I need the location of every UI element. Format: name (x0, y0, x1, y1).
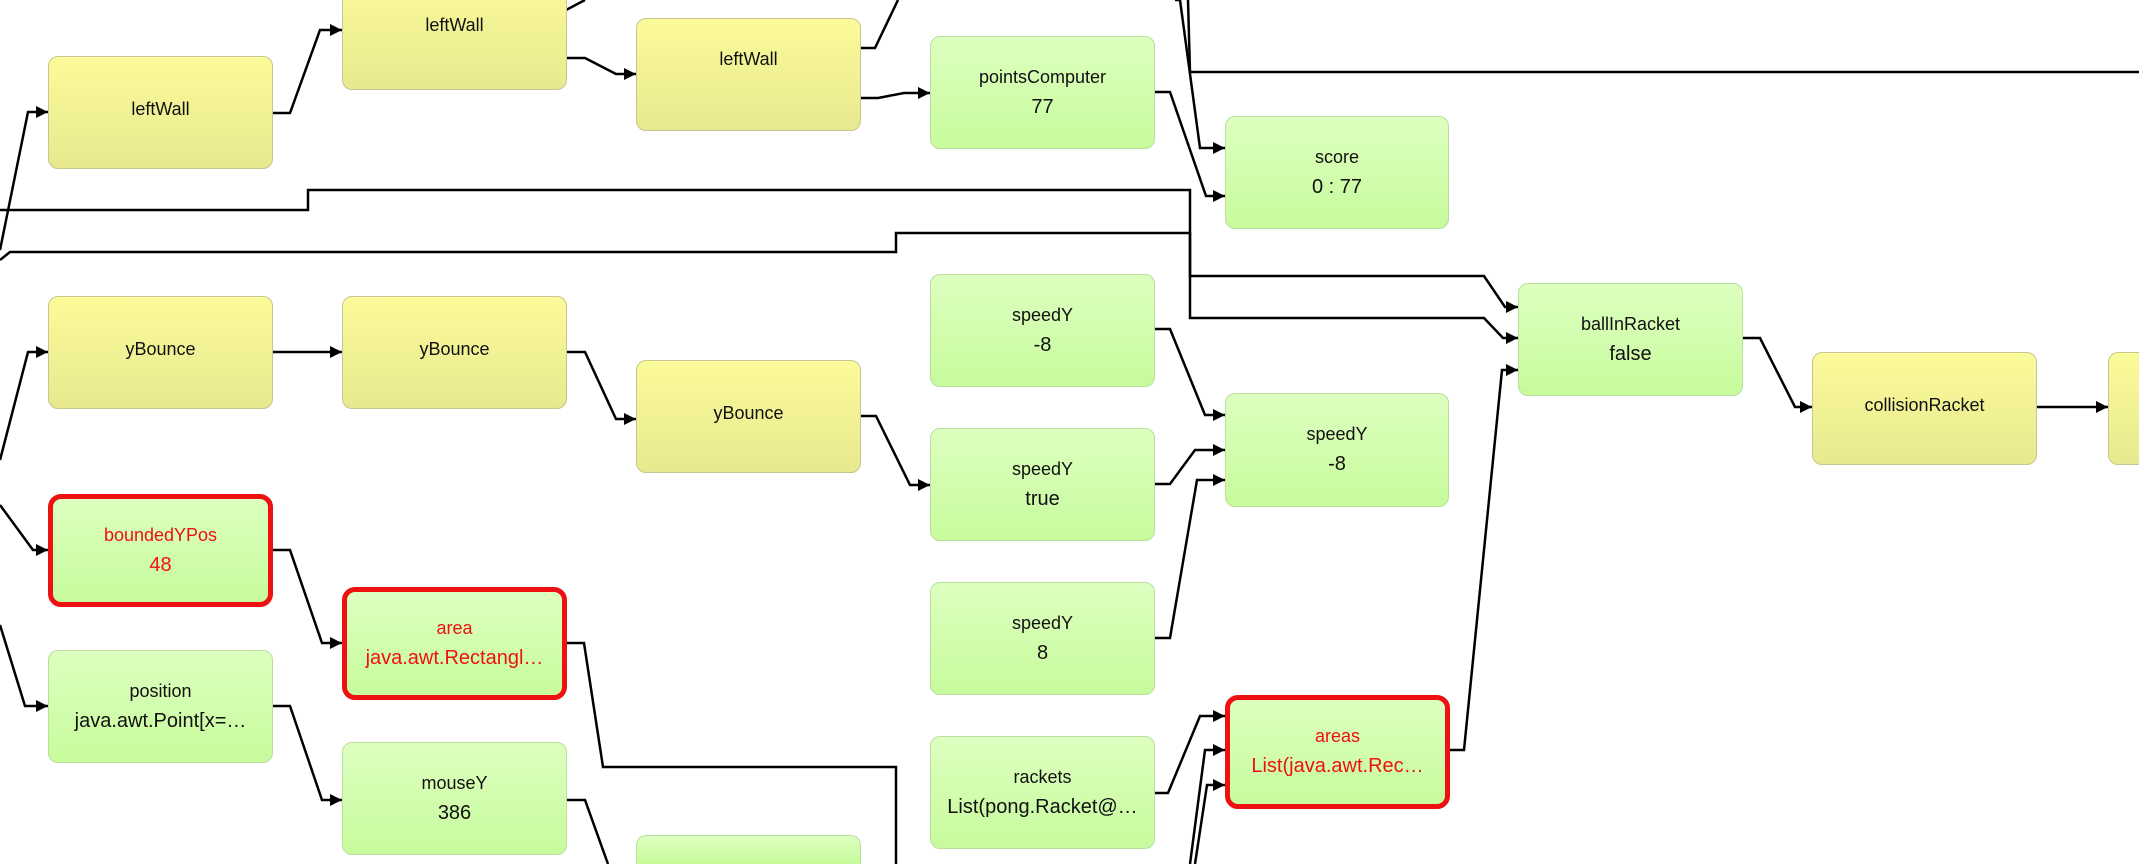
node-value: java.awt.Point[x=… (74, 709, 247, 732)
node-label: leftWall (425, 15, 484, 35)
node-label: speedY (1011, 612, 1074, 633)
node-ybounce-3[interactable]: yBounce (636, 360, 861, 473)
node-label: pointsComputer (978, 66, 1107, 87)
edge (860, 87, 930, 100)
node-label: ballInRacket (1580, 313, 1681, 334)
node-value: 77 (1031, 95, 1054, 118)
node-label: area (436, 617, 473, 638)
node-speedy-3[interactable]: speedY 8 (930, 582, 1155, 695)
edge (0, 231, 1518, 344)
edge (1154, 90, 1225, 202)
node-value: 48 (149, 553, 172, 576)
edge (0, 624, 48, 712)
node-label: yBounce (713, 402, 784, 423)
node-label: areas (1314, 726, 1361, 746)
edge (860, 0, 900, 50)
edge (566, 798, 610, 864)
node-value: 386 (437, 801, 472, 824)
node-boundedypos[interactable]: boundedYPos 48 (48, 494, 273, 607)
node-label: rackets (1013, 766, 1072, 787)
node-mousey[interactable]: mouseY 386 (342, 742, 567, 855)
node-ybounce-2[interactable]: yBounce (342, 296, 567, 409)
node-leftwall-3[interactable]: leftWall (636, 18, 861, 131)
node-value: -8 (1328, 453, 1346, 475)
edge (1155, 444, 1225, 486)
node-value: true (1025, 487, 1060, 510)
node-value: false (1609, 342, 1652, 365)
edge (861, 414, 930, 491)
edge (1188, 744, 1225, 864)
edge (1186, 0, 2139, 74)
edge (0, 504, 48, 556)
node-value: List(pong.Racket@… (947, 795, 1138, 818)
node-label: speedY (1011, 458, 1074, 479)
node-position[interactable]: position java.awt.Point[x=… (48, 650, 273, 763)
edge (566, 641, 898, 864)
node-label: leftWall (719, 48, 778, 69)
edge (1155, 327, 1225, 421)
edge (273, 704, 342, 806)
node-partial-bottom[interactable] (636, 835, 861, 864)
node-speedy-merged[interactable]: speedY -8 (1225, 393, 1449, 507)
node-value: List(java.awt.Rec… (1251, 755, 1424, 777)
node-label: mouseY (421, 772, 488, 793)
node-label: collisionRacket (1864, 394, 1985, 415)
node-collisionracket[interactable]: collisionRacket (1812, 352, 2037, 465)
edge (0, 106, 48, 251)
edge (1155, 474, 1225, 640)
node-value: -8 (1033, 333, 1052, 356)
node-label: score (1314, 146, 1359, 167)
node-speedy-2[interactable]: speedY true (930, 428, 1155, 541)
edge (272, 24, 342, 115)
node-ybounce-1[interactable]: yBounce (48, 296, 273, 409)
edge (1450, 364, 1518, 752)
node-leftwall-1[interactable]: leftWall (48, 56, 273, 169)
node-score[interactable]: score 0 : 77 (1225, 116, 1449, 229)
edge (1175, 0, 1225, 154)
node-ballinracket[interactable]: ballInRacket false (1518, 283, 1743, 396)
node-pointscomputer[interactable]: pointsComputer 77 (930, 36, 1155, 149)
edge (1155, 710, 1225, 795)
node-rackets[interactable]: rackets List(pong.Racket@… (930, 736, 1155, 849)
node-value: 8 (1036, 641, 1049, 664)
edge (1193, 779, 1225, 864)
node-speedy-1[interactable]: speedY -8 (930, 274, 1155, 387)
node-label: speedY (1306, 424, 1368, 444)
node-leftwall-2[interactable]: leftWall (342, 0, 567, 90)
node-area[interactable]: area java.awt.Rectangl… (342, 587, 567, 700)
node-label: yBounce (125, 338, 196, 359)
node-areas[interactable]: areas List(java.awt.Rec… (1225, 695, 1450, 809)
node-label: boundedYPos (103, 524, 218, 545)
node-label: position (129, 680, 192, 701)
node-partial-right[interactable] (2108, 352, 2139, 465)
node-label: yBounce (419, 338, 490, 359)
edge (273, 548, 342, 649)
edge (566, 56, 636, 80)
node-label: speedY (1011, 304, 1074, 325)
edge (1743, 336, 1812, 413)
edge (0, 346, 48, 461)
edge (565, 0, 586, 12)
edge (566, 350, 636, 425)
node-value: 0 : 77 (1311, 175, 1363, 198)
node-value: java.awt.Rectangl… (365, 646, 544, 669)
node-label: leftWall (131, 98, 190, 119)
